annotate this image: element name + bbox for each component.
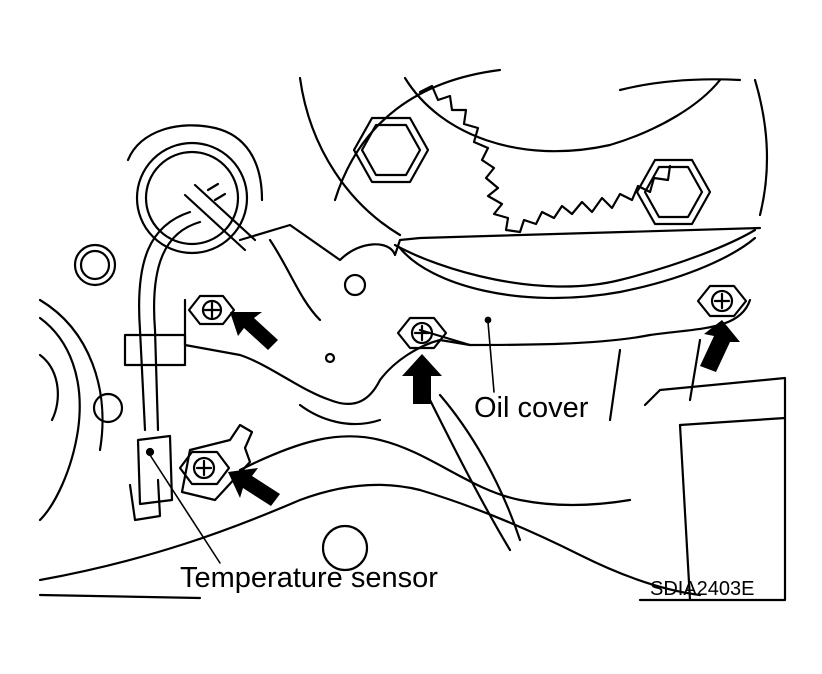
arrow-icon-lower-left xyxy=(228,468,280,506)
sprocket-teeth xyxy=(418,84,672,234)
ring-lower-middle xyxy=(321,524,369,572)
pin-hole xyxy=(324,352,336,364)
arrow-icon-center xyxy=(402,354,442,404)
arrow-icon-right xyxy=(700,320,740,372)
round-housing xyxy=(126,124,264,255)
sensor-harness xyxy=(123,210,202,432)
ring-left-bottom xyxy=(92,392,124,424)
oil-cover-label: Oil cover xyxy=(474,392,589,424)
leader-lines xyxy=(149,316,495,564)
arrow-icon-upper-left xyxy=(230,312,278,350)
sprocket-housing xyxy=(298,68,769,237)
figure-code-label: SDIA2403E xyxy=(650,578,755,600)
ring-upper-middle xyxy=(343,273,367,297)
oil-cover-plate xyxy=(183,223,762,405)
hex-bolt-right xyxy=(635,158,712,226)
temperature-sensor-label: Temperature sensor xyxy=(180,562,438,594)
sensor-bracket xyxy=(180,423,254,502)
bolt-right xyxy=(696,284,748,318)
bolt-lower-left xyxy=(178,450,231,486)
engine-block-lines xyxy=(38,328,702,600)
hex-bolt-upper xyxy=(352,116,430,184)
ring-left-top xyxy=(73,243,117,287)
right-panel xyxy=(638,376,787,602)
bolt-center xyxy=(396,316,448,350)
bolt-upper-left xyxy=(187,294,236,326)
left-pulley xyxy=(38,298,104,522)
